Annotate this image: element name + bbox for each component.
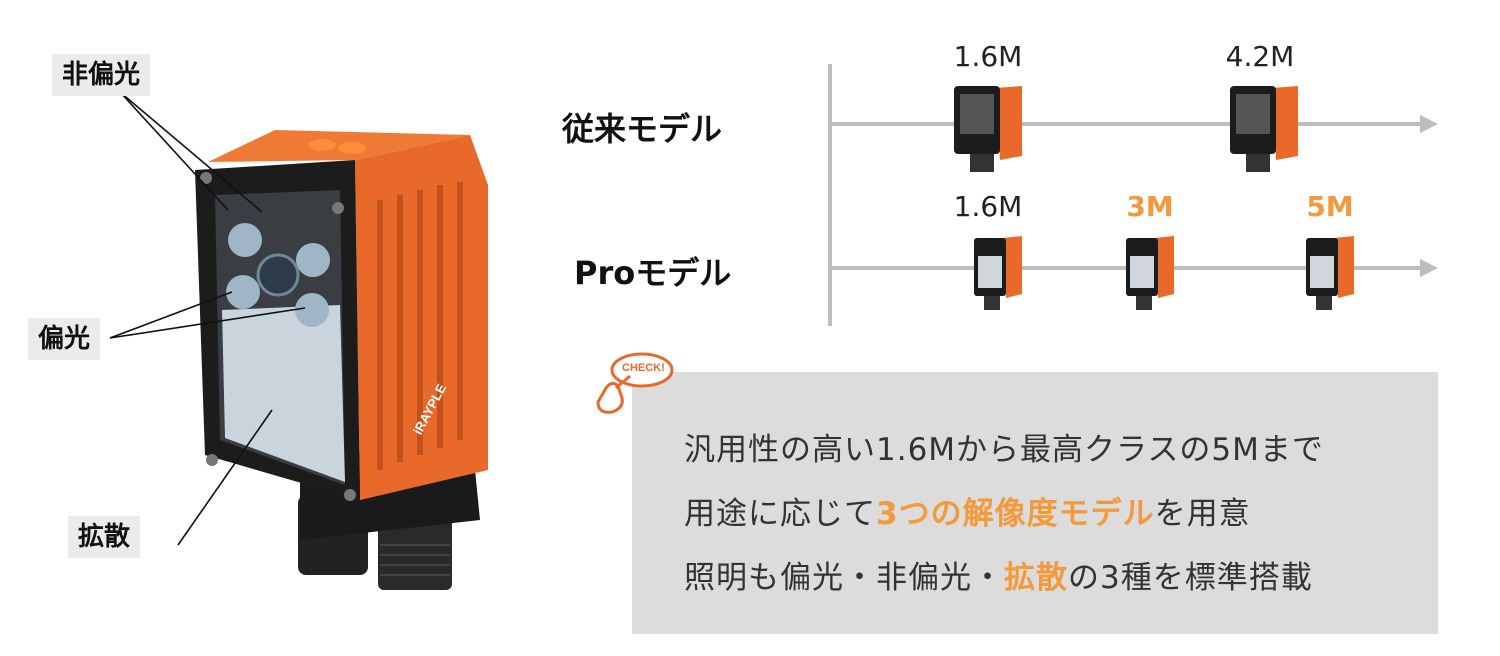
- res-pro-1: 1.6M: [953, 190, 1023, 223]
- callout-diffuse: 拡散: [68, 516, 141, 558]
- info-line-2-highlight: 3つの解像度モデル: [876, 496, 1155, 532]
- info-line-3: 照明も偏光・非偏光・拡散の3種を標準搭載: [684, 552, 1313, 597]
- check-hand-icon: [596, 352, 674, 414]
- info-line-2-post: を用意: [1154, 496, 1251, 532]
- camera-thumb-pro-1: [974, 236, 1022, 310]
- callout-polarized: 偏光: [28, 318, 101, 360]
- res-pro-2: 3M: [1126, 190, 1174, 223]
- res-conventional-2: 4.2M: [1225, 40, 1295, 73]
- label-pro-model: Proモデル: [574, 254, 732, 292]
- res-conventional-1: 1.6M: [953, 40, 1023, 73]
- conventional-arrow-line: [830, 122, 1422, 126]
- camera-thumb-conventional-2: [1230, 86, 1298, 172]
- callout-non-polarized: 非偏光: [52, 54, 151, 96]
- camera-thumb-conventional-1: [954, 86, 1022, 172]
- res-pro-3: 5M: [1306, 190, 1354, 223]
- camera-illustration: [109, 91, 488, 590]
- pro-arrow-head: [1420, 259, 1438, 277]
- info-line-3-post: の3種を標準搭載: [1068, 560, 1313, 596]
- info-box: [632, 372, 1438, 634]
- info-line-2: 用途に応じて3つの解像度モデルを用意: [684, 488, 1251, 533]
- label-conventional-model: 従来モデル: [562, 110, 723, 148]
- info-line-2-pre: 用途に応じて: [684, 496, 876, 532]
- camera-thumb-pro-2: [1126, 236, 1174, 310]
- info-line-3-pre: 照明も偏光・非偏光・: [684, 560, 1004, 596]
- check-badge-text: CHECK!: [622, 362, 665, 374]
- info-line-3-highlight: 拡散: [1004, 560, 1068, 596]
- conventional-arrow-head: [1420, 115, 1438, 133]
- timeline-axis: [828, 64, 832, 326]
- camera-thumb-pro-3: [1306, 236, 1354, 310]
- info-line-1-text: 汎用性の高い1.6Mから最高クラスの5Mまで: [684, 432, 1324, 468]
- info-line-1: 汎用性の高い1.6Mから最高クラスの5Mまで: [684, 424, 1324, 469]
